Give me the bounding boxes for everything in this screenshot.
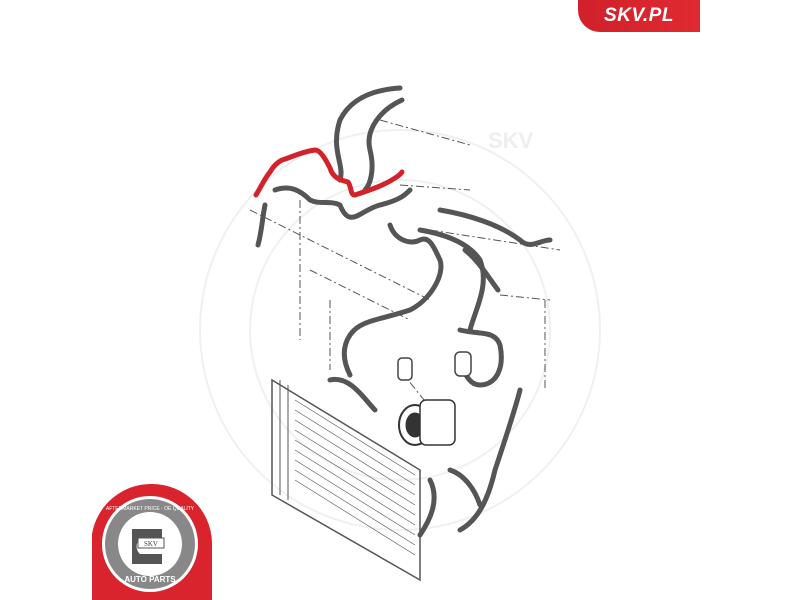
badge-center-text: SKV xyxy=(144,540,158,548)
brand-label: SKV.PL xyxy=(604,5,674,26)
highlighted-hose xyxy=(253,147,405,198)
compressor xyxy=(398,399,456,446)
gray-hoses xyxy=(255,85,553,538)
badge-bottom-text: AUTO PARTS xyxy=(124,575,176,584)
brand-tab: SKV.PL xyxy=(578,0,700,32)
skv-auto-parts-badge: SKV AUTO PARTS AFTERMARKET PRICE · OE QU… xyxy=(92,484,212,600)
watermark-text: SKV xyxy=(488,128,534,153)
condenser xyxy=(271,378,421,582)
receiver-drier xyxy=(397,351,472,381)
watermark-gear-icon xyxy=(199,129,601,531)
badge-top-text: AFTERMARKET PRICE · OE QUALITY xyxy=(106,506,195,512)
